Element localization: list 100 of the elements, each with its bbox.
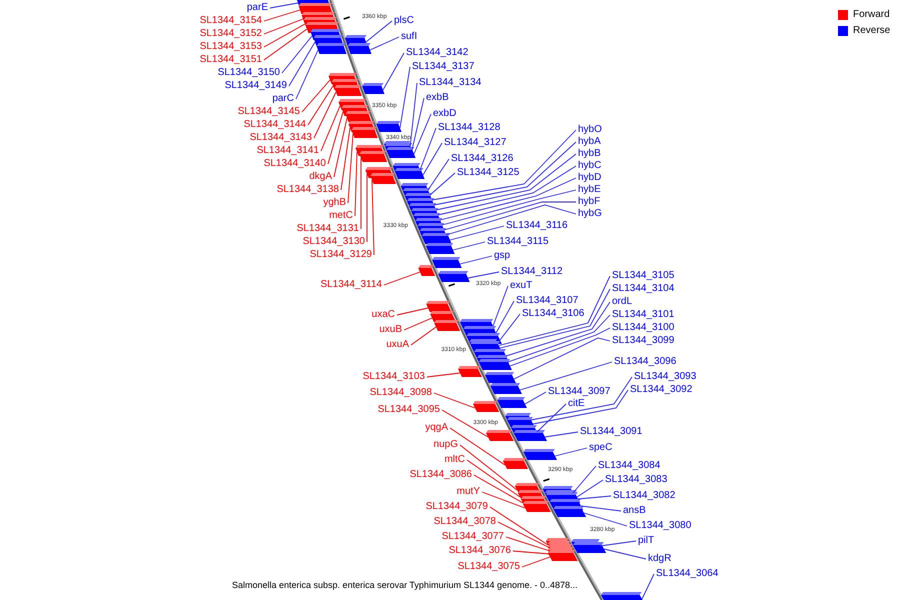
gene-label: SL1344_3115 bbox=[487, 236, 549, 248]
gene-block bbox=[348, 43, 372, 54]
gene-label: SL1344_3131 bbox=[296, 223, 359, 235]
leader-line bbox=[264, 18, 304, 34]
gene-block bbox=[386, 147, 416, 158]
leader-line bbox=[514, 338, 610, 380]
leader-line bbox=[544, 432, 578, 438]
gene-block bbox=[514, 430, 548, 441]
gene-block bbox=[438, 271, 470, 282]
leader-line bbox=[510, 328, 610, 366]
gene-block bbox=[345, 111, 372, 122]
leader-line bbox=[422, 142, 442, 176]
gene-label: hybE bbox=[578, 184, 601, 196]
gene-block bbox=[553, 506, 586, 517]
gene-label: SL1344_3145 bbox=[238, 106, 300, 118]
gene-block bbox=[362, 83, 384, 94]
gene-label: parC bbox=[272, 93, 294, 105]
gene-label: plsC bbox=[394, 15, 414, 27]
gene-label: gsp bbox=[494, 250, 510, 262]
leader-line bbox=[382, 52, 404, 90]
gene-label: hybA bbox=[578, 136, 601, 148]
leader-line bbox=[450, 226, 504, 240]
leader-line bbox=[434, 142, 576, 206]
leader-line bbox=[264, 28, 308, 60]
leader-line bbox=[440, 178, 576, 220]
gene-label: SL1344_3125 bbox=[457, 167, 520, 179]
leader-line bbox=[444, 202, 576, 230]
gene-block bbox=[422, 233, 452, 244]
leader-line bbox=[264, 10, 300, 22]
gene-label: mutY bbox=[456, 486, 480, 498]
gene-label: SL1344_3114 bbox=[320, 279, 382, 291]
gene-block bbox=[316, 43, 347, 54]
gene-label: mltC bbox=[444, 454, 465, 466]
gene-label: metC bbox=[329, 210, 353, 222]
leader-line bbox=[452, 242, 486, 250]
leader-line bbox=[366, 174, 368, 242]
leader-line bbox=[490, 506, 548, 546]
gene-label: parE bbox=[246, 2, 268, 14]
gene-block bbox=[359, 151, 388, 162]
leader-line bbox=[496, 276, 610, 346]
gene-block bbox=[351, 127, 378, 138]
leader-line bbox=[396, 308, 428, 316]
gene-label: SL1344_3137 bbox=[412, 61, 474, 73]
gene-block bbox=[486, 430, 514, 441]
leader-line bbox=[522, 556, 550, 568]
gene-label: SL1344_3142 bbox=[406, 47, 468, 59]
leader-line bbox=[426, 372, 460, 378]
leader-line bbox=[512, 550, 550, 554]
gene-label: SL1344_3093 bbox=[634, 371, 696, 383]
leader-line bbox=[436, 154, 576, 210]
gene-block bbox=[426, 301, 452, 312]
leader-line bbox=[400, 66, 410, 128]
gene-label: SL1344_3112 bbox=[501, 266, 563, 278]
leader-line bbox=[580, 506, 622, 512]
leader-line bbox=[482, 492, 526, 508]
leader-line bbox=[288, 42, 316, 86]
leader-line bbox=[320, 106, 340, 152]
leader-line bbox=[554, 448, 588, 456]
leader-line bbox=[576, 480, 604, 498]
gene-label: SL1344_3143 bbox=[250, 132, 312, 144]
leader-line bbox=[430, 172, 456, 196]
leader-line bbox=[466, 460, 520, 498]
gene-label: SL1344_3082 bbox=[613, 490, 676, 502]
gene-block bbox=[418, 265, 436, 276]
gene-label: SL1344_3151 bbox=[200, 54, 262, 66]
gene-block bbox=[394, 168, 425, 179]
gene-label: SL1344_3076 bbox=[448, 545, 511, 557]
gene-label: SL1344_3129 bbox=[310, 249, 372, 261]
gene-label: SL1344_3083 bbox=[605, 474, 668, 486]
leader-line bbox=[572, 466, 596, 494]
gene-label: SL1344_3103 bbox=[362, 371, 425, 383]
gene-label: SL1344_3095 bbox=[378, 404, 440, 416]
gene-block bbox=[490, 383, 522, 394]
gene-block bbox=[478, 359, 512, 370]
leader-line bbox=[270, 2, 298, 8]
gene-label: SL1344_3130 bbox=[302, 236, 365, 248]
leader-line bbox=[532, 390, 628, 424]
gene-label: dkgA bbox=[309, 171, 332, 183]
gene-label: hybD bbox=[578, 172, 602, 184]
leader-line bbox=[328, 112, 344, 164]
gene-label: exuT bbox=[510, 280, 532, 292]
gene-label: SL1344_3092 bbox=[630, 384, 692, 396]
gene-label: exbB bbox=[426, 92, 449, 104]
gene-label: SL1344_3150 bbox=[218, 67, 280, 79]
leader-line bbox=[468, 272, 500, 278]
leader-line bbox=[348, 134, 354, 204]
gene-label: ansB bbox=[623, 505, 646, 517]
gene-block bbox=[426, 243, 455, 254]
leader-line bbox=[432, 130, 576, 200]
gene-block bbox=[522, 501, 551, 512]
leader-line bbox=[506, 302, 610, 356]
leader-line bbox=[340, 128, 350, 190]
legend-label: Forward bbox=[853, 9, 890, 21]
leader-line bbox=[508, 314, 610, 362]
leader-line bbox=[410, 82, 418, 148]
gene-block bbox=[548, 550, 578, 561]
gene-label: SL1344_3126 bbox=[451, 153, 514, 165]
gene-label: SL1344_3149 bbox=[224, 80, 287, 92]
gene-label: uxuA bbox=[386, 339, 409, 351]
leader-line bbox=[420, 128, 436, 170]
